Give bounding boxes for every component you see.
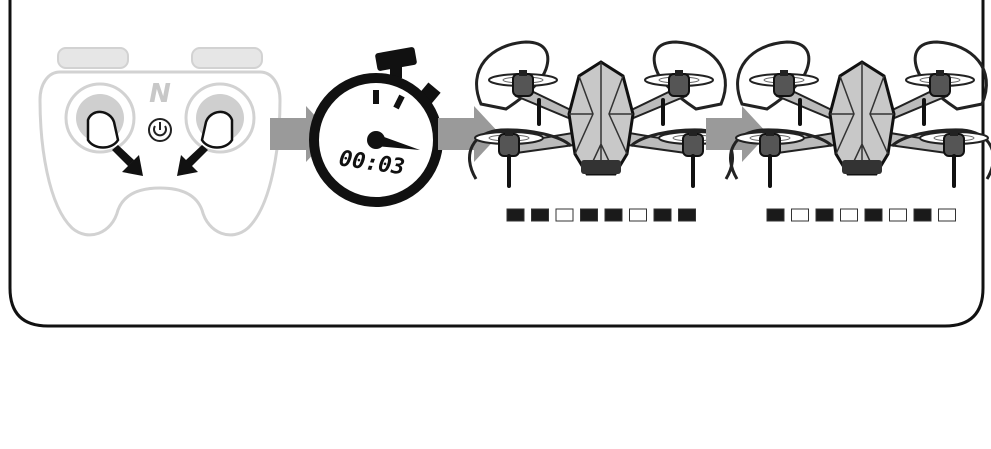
led-off <box>939 209 956 221</box>
led-on <box>816 209 833 221</box>
led-on <box>865 209 882 221</box>
led-on <box>581 209 598 221</box>
led-off <box>630 209 647 221</box>
led-on <box>605 209 622 221</box>
drone-illustration <box>469 42 732 186</box>
stopwatch-icon: 00:03 <box>314 47 441 202</box>
led-on <box>507 209 524 221</box>
led-off <box>841 209 858 221</box>
drone-illustration <box>730 42 991 186</box>
led-on <box>767 209 784 221</box>
led-on <box>532 209 549 221</box>
led-off <box>792 209 809 221</box>
controller-illustration: N <box>40 48 280 235</box>
led-indicator-row <box>507 209 696 221</box>
led-indicator-row <box>767 209 956 221</box>
led-off <box>890 209 907 221</box>
led-off <box>556 209 573 221</box>
led-on <box>654 209 671 221</box>
controller-logo: N <box>149 79 171 109</box>
led-on <box>679 209 696 221</box>
led-on <box>914 209 931 221</box>
